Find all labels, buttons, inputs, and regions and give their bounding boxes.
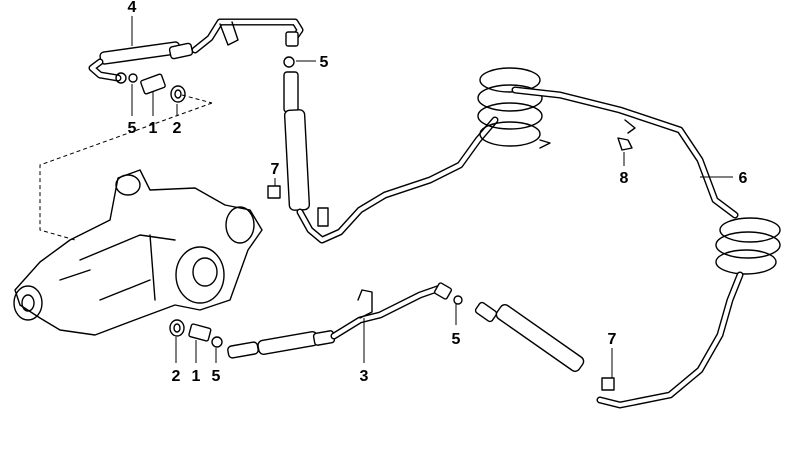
fittings-upper xyxy=(115,56,295,103)
callout-5: 5 xyxy=(128,120,137,137)
oil-cooler-coil xyxy=(477,67,781,409)
callout-1: 1 xyxy=(149,120,158,137)
assembly-leader-line xyxy=(181,94,213,104)
callout-6: 6 xyxy=(739,170,748,187)
oil-line-upper-left xyxy=(88,18,304,82)
callout-2: 2 xyxy=(173,120,182,137)
callout-4: 4 xyxy=(128,0,137,16)
callout-8: 8 xyxy=(620,170,629,187)
fittings-lower xyxy=(169,295,463,348)
assembly-leader-line xyxy=(39,102,213,241)
differential-housing xyxy=(13,169,263,336)
callout-5: 5 xyxy=(452,331,461,348)
callout-5: 5 xyxy=(212,368,221,385)
callout-1: 1 xyxy=(192,368,201,385)
callout-3: 3 xyxy=(360,368,369,385)
callout-5: 5 xyxy=(320,54,329,71)
callout-7: 7 xyxy=(271,161,280,178)
oil-line-lower xyxy=(227,282,615,391)
callout-7: 7 xyxy=(608,331,617,348)
oil-line-to-cooler-coil xyxy=(267,71,499,244)
callout-2: 2 xyxy=(172,368,181,385)
callout-leaders xyxy=(131,16,733,378)
